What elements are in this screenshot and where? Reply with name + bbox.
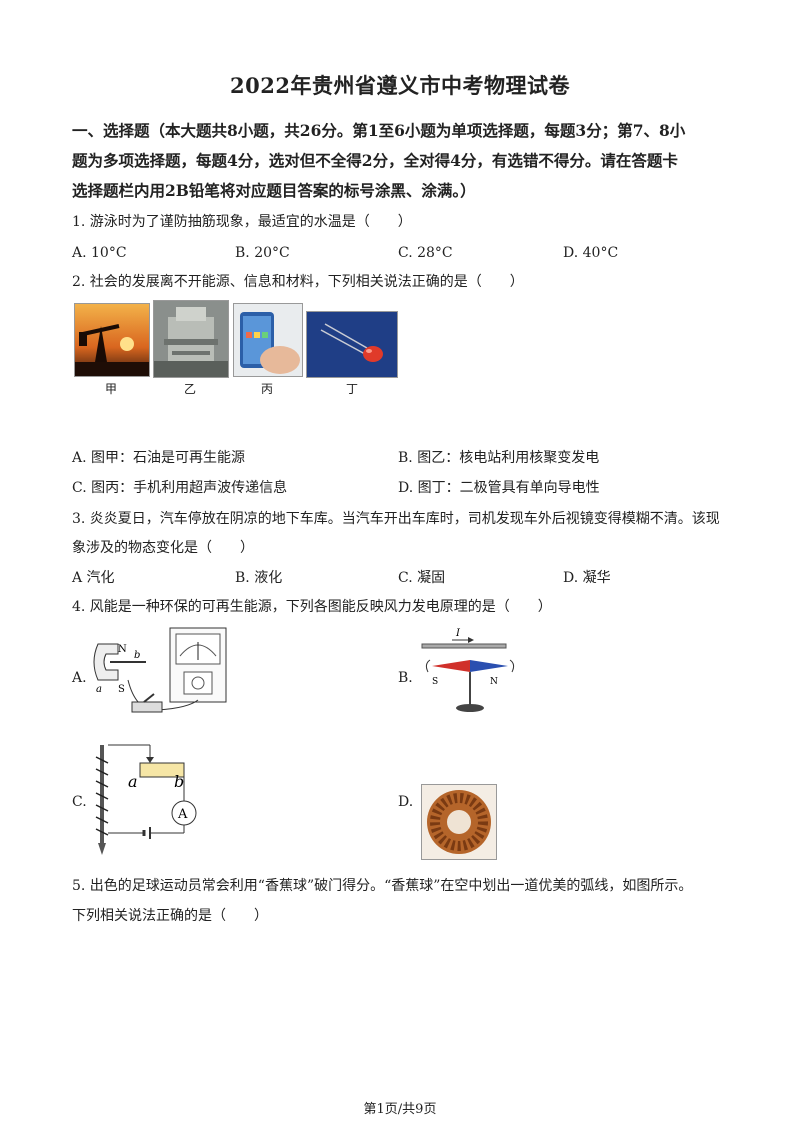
compass-under-wire-diagram: I S N (420, 622, 520, 714)
q4-label-a: A. (72, 670, 87, 686)
fig-b-n-label: N (490, 677, 498, 687)
caption-bing: 丙 (260, 382, 273, 396)
generator-diagram: N S b a (88, 622, 248, 722)
caption-jia: 甲 (104, 382, 117, 396)
fig-b-s-label: S (432, 677, 438, 687)
q4-label-d: D. (398, 794, 414, 810)
fig-c-b-label: b (174, 772, 184, 791)
q3-option-a: A 汽化 (72, 570, 115, 586)
caption-yi: 乙 (183, 382, 196, 396)
question-3-line-2: 象涉及的物态变化是（ ） (72, 540, 254, 556)
page-title: 2022年贵州省遵义市中考物理试卷 (230, 73, 570, 98)
fig-a-n-label: N (118, 644, 127, 655)
fig-a-s-label: S (118, 684, 125, 695)
oil-pump-photo (74, 303, 150, 377)
question-1-text: 1. 游泳时为了谨防抽筋现象，最适宜的水温是（ ） (72, 214, 412, 230)
nuclear-plant-photo (153, 300, 229, 378)
diode-photo (306, 311, 398, 378)
q1-option-a: A. 10°C (72, 245, 127, 261)
fig-c-meter-label: A (177, 807, 188, 822)
section-line-3: 选择题栏内用2B铅笔将对应题目答案的标号涂黑、涂满。） (72, 181, 476, 200)
mobile-phone-photo (233, 303, 303, 377)
section-line-1: 一、选择题（本大题共8小题，共26分。第1至6小题为单项选择题，每题3分；第7、… (72, 121, 686, 140)
fig-a-a-label: a (96, 684, 102, 695)
q1-option-b: B. 20°C (235, 245, 290, 261)
q2-option-b: B. 图乙：核电站利用核聚变发电 (398, 450, 600, 466)
q3-option-d: D. 凝华 (563, 570, 611, 586)
question-2-text: 2. 社会的发展离不开能源、信息和材料，下列相关说法正确的是（ ） (72, 274, 524, 290)
fig-c-a-label: a (128, 772, 138, 791)
question-5-line-2: 下列相关说法正确的是（ ） (72, 908, 268, 924)
question-4-text: 4. 风能是一种环保的可再生能源，下列各图能反映风力发电原理的是（ ） (72, 599, 552, 615)
q4-label-c: C. (72, 794, 87, 810)
q3-option-b: B. 液化 (235, 570, 283, 586)
coil-photo (421, 784, 497, 860)
question-5-line-1: 5. 出色的足球运动员常会利用“香蕉球”破门得分。“香蕉球”在空中划出一道优美的… (72, 878, 693, 894)
page-footer: 第1页/共9页 (363, 1102, 437, 1117)
question-3-line-1: 3. 炎炎夏日，汽车停放在阴凉的地下车库。当汽车开出车库时，司机发现车外后视镜变… (72, 511, 720, 527)
q1-option-c: C. 28°C (398, 245, 453, 261)
q1-option-d: D. 40°C (563, 245, 619, 261)
q2-option-d: D. 图丁：二极管具有单向导电性 (398, 480, 600, 496)
section-instructions: 一、选择题（本大题共8小题，共26分。第1至6小题为单项选择题，每题3分；第7、… (72, 116, 732, 206)
fig-b-current-label: I (455, 628, 461, 639)
fig-a-b-label: b (134, 650, 140, 661)
q4-label-b: B. (398, 670, 413, 686)
electromagnet-diagram: a b A (88, 735, 218, 857)
section-line-2: 题为多项选择题，每题4分，选对但不全得2分，全对得4分，有选错不得分。请在答题卡 (72, 151, 678, 170)
q2-option-a: A. 图甲：石油是可再生能源 (72, 450, 246, 466)
q3-option-c: C. 凝固 (398, 570, 446, 586)
q2-option-c: C. 图丙：手机利用超声波传递信息 (72, 480, 288, 496)
caption-ding: 丁 (345, 382, 358, 396)
